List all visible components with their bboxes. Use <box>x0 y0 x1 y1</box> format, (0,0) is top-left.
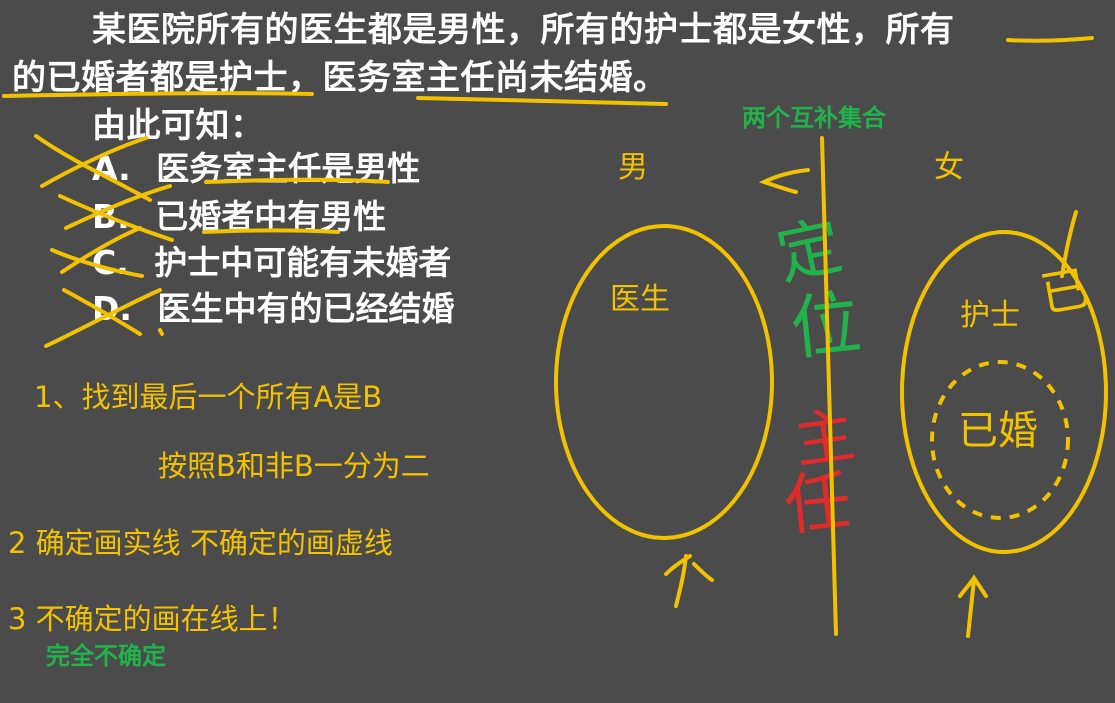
handwritten-ren: 任 <box>780 461 855 546</box>
option-b: B. 已婚者中有男性 <box>92 190 386 238</box>
note-step-1: 1、找到最后一个所有A是B <box>34 380 383 414</box>
option-c-text: 护士中可能有未婚者 <box>154 243 452 282</box>
arrow-left-mark <box>758 168 810 194</box>
check-dot <box>158 328 164 336</box>
handwritten-side-note: 已 <box>1036 260 1094 324</box>
arrow-under-doctor <box>664 554 714 608</box>
option-d: D. 医生中有的已经结婚 <box>92 282 454 330</box>
diagram-title: 两个互补集合 <box>742 104 886 132</box>
handwritten-wei: 位 <box>786 281 865 371</box>
underline-all-married <box>1006 36 1094 43</box>
label-male: 男 <box>618 150 648 185</box>
question-line-2: 的已婚者都是护士，医务室主任尚未结婚。 <box>12 58 668 98</box>
note-step-2: 2 确定画实线 不确定的画虚线 <box>8 526 393 560</box>
arrow-under-nurse <box>958 574 988 638</box>
note-step-3-annotation: 完全不确定 <box>46 642 166 670</box>
option-c-letter: C. <box>92 243 129 282</box>
note-step-3: 3 不确定的画在线上！ <box>8 602 297 636</box>
question-line-1: 某医院所有的医生都是男性，所有的护士都是女性，所有 <box>92 10 955 50</box>
option-c: C. 护士中可能有未婚者 <box>92 236 451 284</box>
note-step-1b: 按照B和非B一分为二 <box>158 449 430 483</box>
label-nurse: 护士 <box>960 298 1020 333</box>
option-a: A. 医务室主任是男性 <box>92 142 420 190</box>
option-a-letter: A. <box>92 149 131 188</box>
question-line-3: 由此可知： <box>92 106 265 146</box>
option-d-text: 医生中有的已经结婚 <box>157 289 455 328</box>
label-married: 已婚 <box>958 408 1038 454</box>
ellipse-doctor <box>554 224 774 540</box>
option-d-letter: D. <box>92 289 132 328</box>
option-a-text: 医务室主任是男性 <box>156 149 421 188</box>
option-b-text: 已婚者中有男性 <box>155 197 387 236</box>
label-doctor: 医生 <box>610 282 670 317</box>
label-female: 女 <box>934 150 964 185</box>
option-b-letter: B. <box>92 197 130 236</box>
